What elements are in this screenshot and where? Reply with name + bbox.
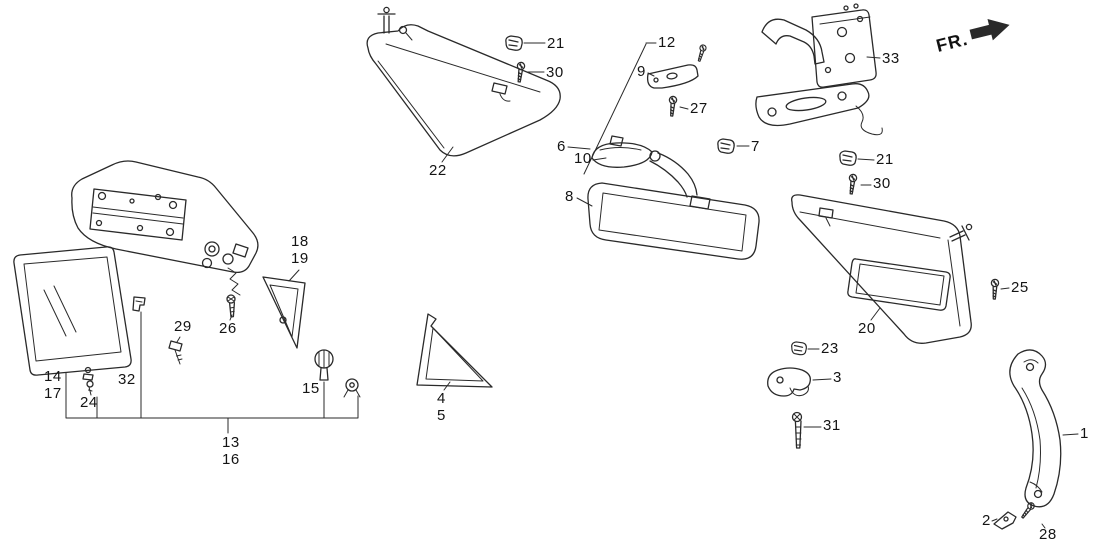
visor-pivot-rod [377,6,396,34]
visor-body-left [366,24,561,157]
part-label-26: 26 [219,320,237,337]
visor-pivot-right [949,223,973,242]
visor-hook-detail-right [818,207,834,227]
grip-bracket-2 [993,511,1017,530]
corner-garnish-center [416,313,493,388]
assist-grip-1 [1009,349,1062,508]
part-label-10: 10 [574,150,592,167]
part-label-2: 2 [982,512,991,529]
visor-fasteners-right [767,278,1000,449]
mirror-bracket-group-33 [755,3,883,136]
part-label-5: 5 [437,407,446,424]
part-label-15: 15 [302,380,320,397]
part-label-22: 22 [429,162,447,179]
mirror-actuator [201,241,249,296]
part-label-29: 29 [174,318,192,335]
door-mirror-assembly [13,160,361,398]
part-label-21-b: 21 [876,151,894,168]
part-label-32: 32 [118,371,136,388]
part-label-3: 3 [833,369,842,386]
part-label-31: 31 [823,417,841,434]
assist-grip-group [993,349,1062,530]
part-label-27: 27 [690,100,708,117]
corner-garnish-left [262,276,306,349]
part-label-16: 16 [222,451,240,468]
part-label-4: 4 [437,390,446,407]
bracket-arm [761,18,825,65]
part-label-30-b: 30 [873,175,891,192]
part-label-33: 33 [882,50,900,67]
visor-body-right [791,194,972,344]
visor-hook-detail [491,82,511,102]
mirror-adjust-knob-15 [314,349,334,381]
part-label-30-a: 30 [546,64,564,81]
part-label-25: 25 [1011,279,1029,296]
bracket-plate [811,3,877,88]
leader-lines [65,42,1079,529]
part-label-8: 8 [565,188,574,205]
harness-cord [855,105,883,136]
hook-3 [767,367,811,397]
visor-clamp [398,25,413,41]
part-label-1: 1 [1080,425,1089,442]
vanity-mirror [847,258,951,311]
mirror-housing [71,160,259,274]
rearview-mirror-group [587,43,760,260]
part-label-13: 13 [222,434,240,451]
glass-shine-lines [43,285,77,337]
screw-31 [791,411,803,449]
mirror-stay-6-10 [591,135,698,198]
screw-29 [168,340,183,365]
bolt-26 [226,294,236,318]
knob-joint [343,378,361,398]
part-label-17: 17 [44,385,62,402]
rearview-mirror-8 [587,182,760,260]
part-label-14: 14 [44,368,62,385]
mirror-base-plate-9 [646,64,699,89]
part-label-20: 20 [858,320,876,337]
part-label-18: 18 [291,233,309,250]
sun-visor-left [366,6,561,157]
part-label-12: 12 [658,34,676,51]
screw-24 [82,366,94,396]
part-label-28: 28 [1039,526,1057,543]
part-label-6: 6 [557,138,566,155]
part-label-9: 9 [637,63,646,80]
sun-visor-right [791,194,973,344]
part-label-23: 23 [821,340,839,357]
clip-32 [132,296,146,312]
part-label-24: 24 [80,394,98,411]
part-label-7: 7 [751,138,760,155]
part-label-19: 19 [291,250,309,267]
assembly-bracket-13-16 [65,311,359,434]
fr-arrow-icon [969,19,1010,41]
part-label-21-a: 21 [547,35,565,52]
mirror-glass [13,246,132,376]
